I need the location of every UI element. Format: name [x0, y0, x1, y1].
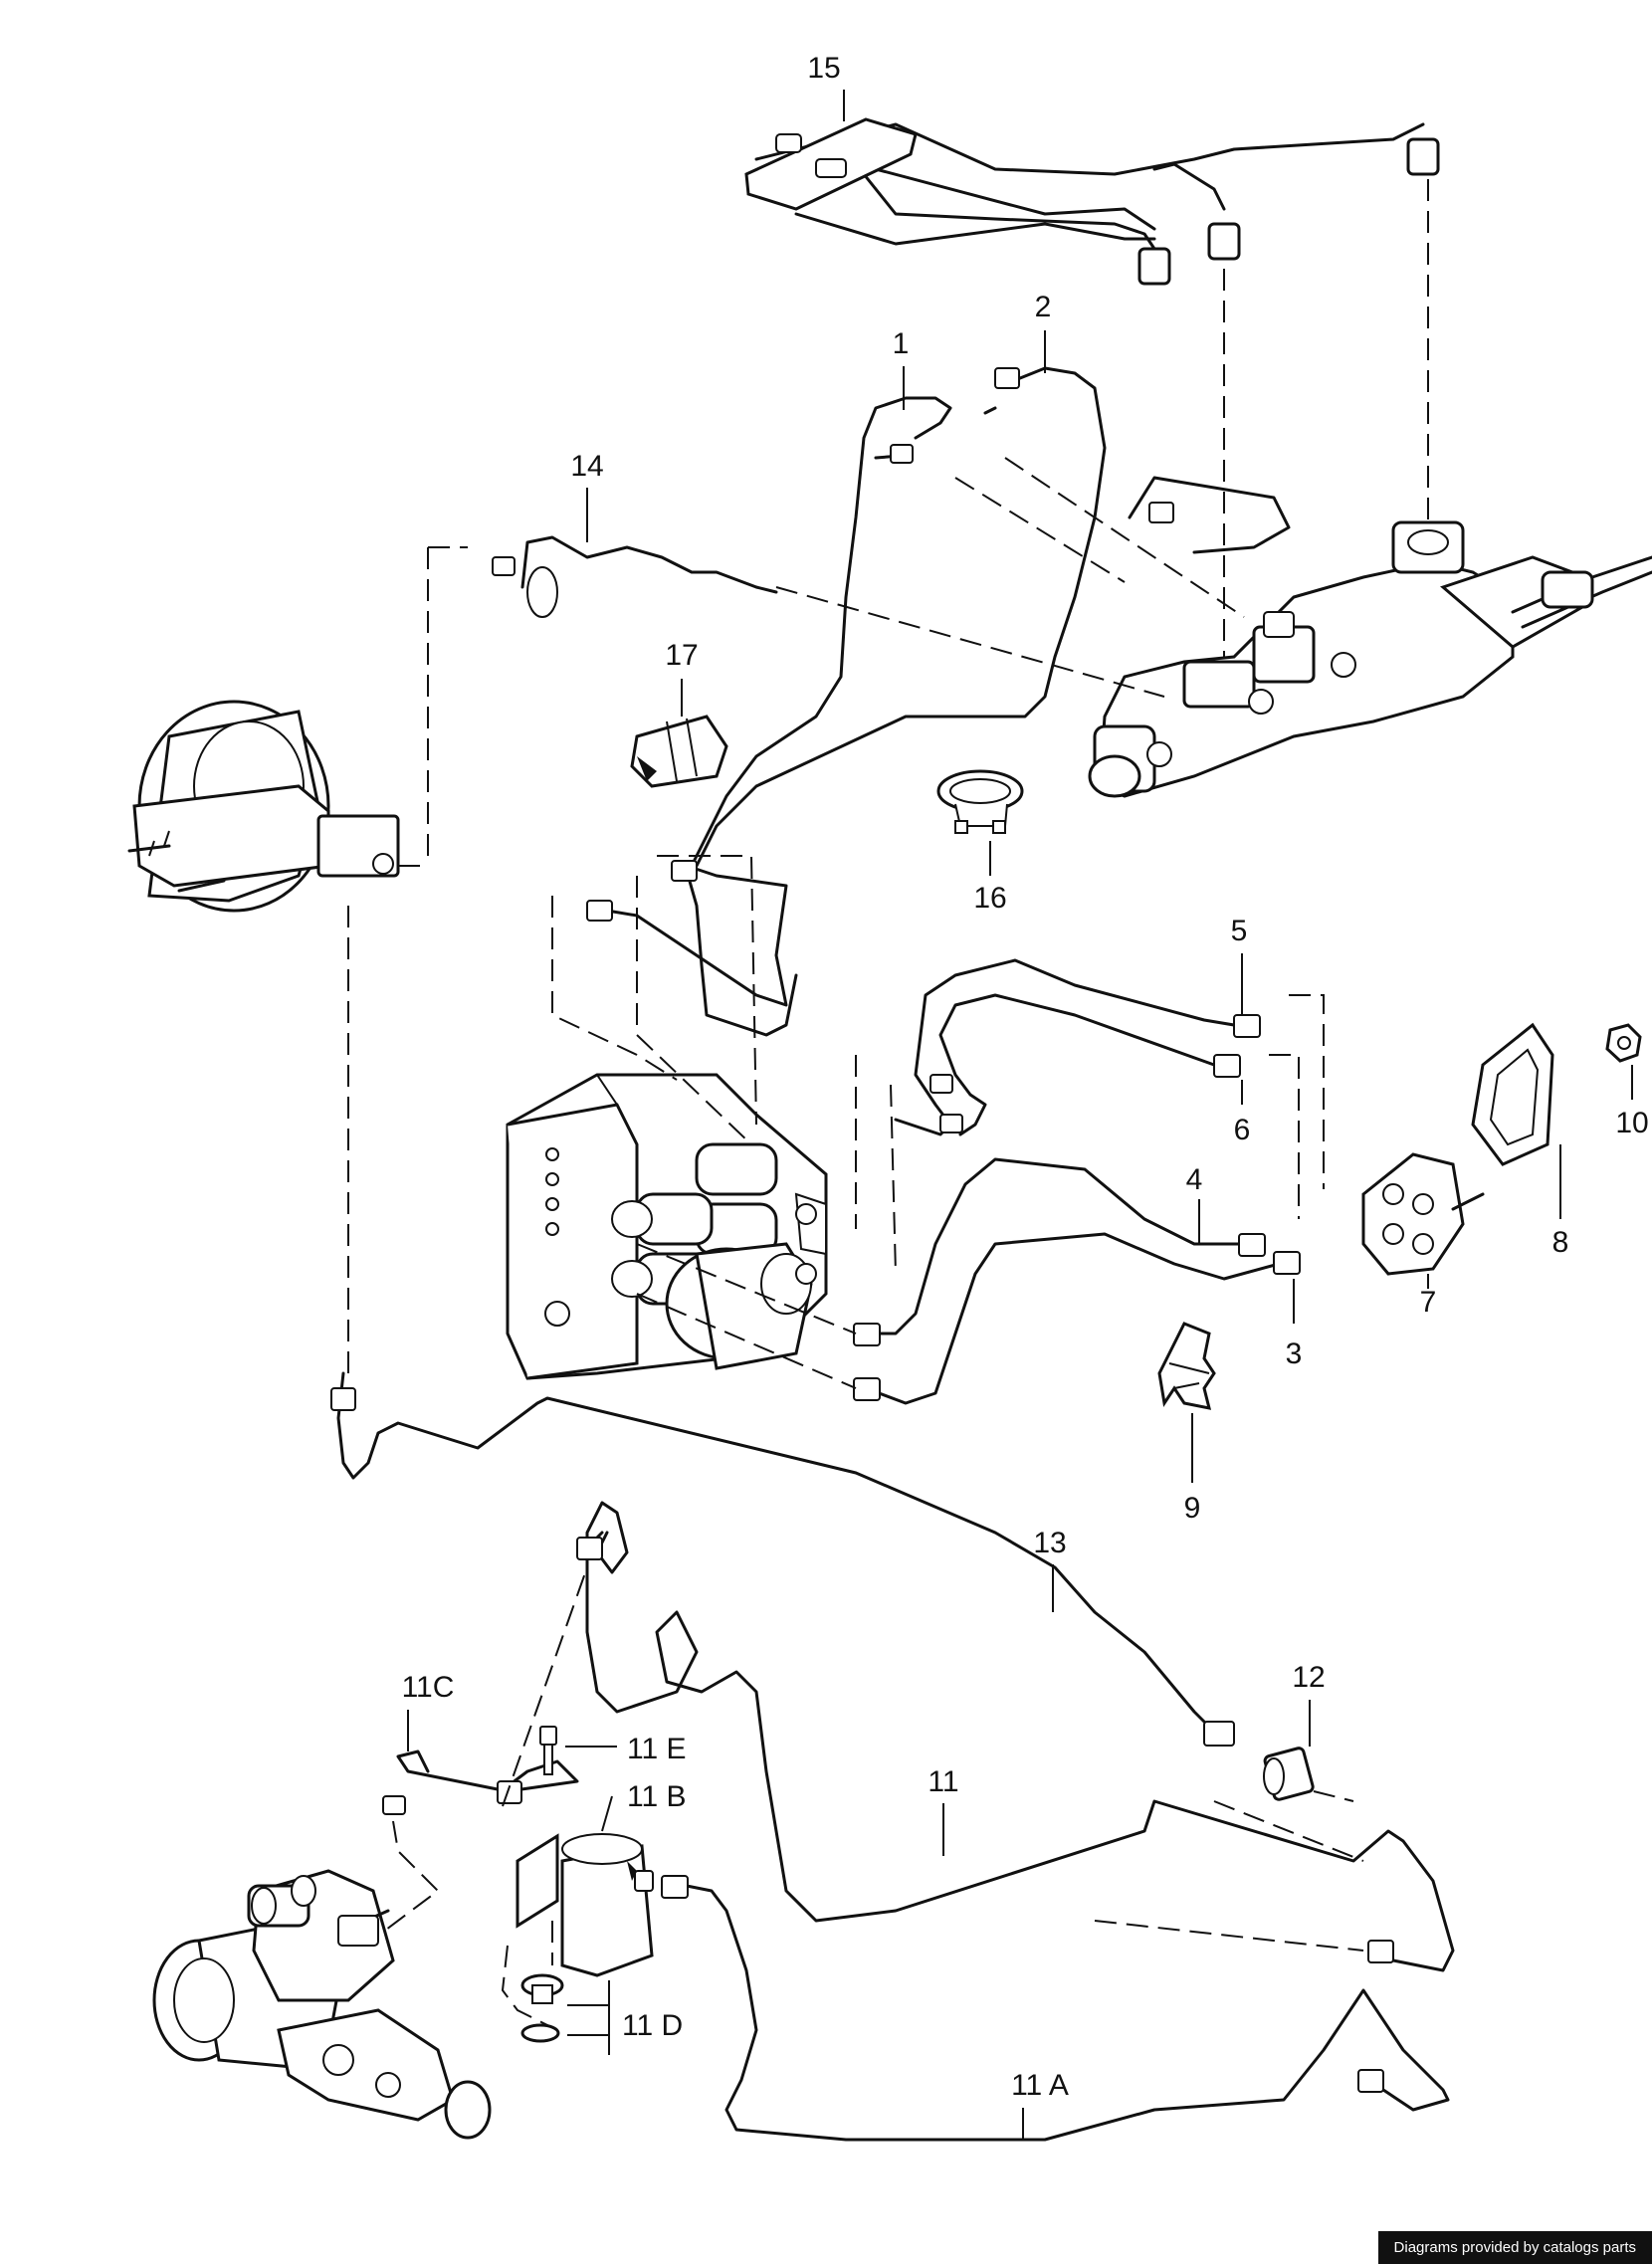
callout-4: 4	[1186, 1163, 1203, 1244]
part-9-bracket[interactable]	[1157, 1322, 1216, 1410]
svg-text:16: 16	[973, 882, 1006, 915]
brake-booster[interactable]	[127, 700, 400, 913]
svg-text:12: 12	[1292, 1661, 1325, 1694]
part-4-brake-line[interactable]	[853, 1157, 1266, 1346]
callout-13: 13	[1033, 1527, 1067, 1612]
part-15-reservoir-line-assembly[interactable]	[744, 117, 1440, 286]
callout-1: 1	[893, 327, 910, 410]
part-11A-brake-line[interactable]	[661, 1875, 1450, 2142]
part-12-adapter[interactable]	[1263, 1747, 1315, 1801]
callout-9: 9	[1184, 1413, 1201, 1525]
callout-6: 6	[1234, 1080, 1251, 1146]
callout-11C: 11C	[402, 1671, 455, 1751]
svg-text:17: 17	[665, 639, 698, 672]
part-3-brake-line[interactable]	[853, 1232, 1301, 1405]
callout-3: 3	[1286, 1279, 1303, 1370]
callout-12: 12	[1292, 1661, 1326, 1747]
svg-text:6: 6	[1234, 1114, 1251, 1146]
callout-10: 10	[1615, 1065, 1649, 1139]
part-11B-reservoir[interactable]	[516, 1833, 654, 1977]
svg-text:13: 13	[1033, 1527, 1066, 1559]
abs-hydraulic-unit[interactable]	[506, 1073, 828, 1380]
svg-text:7: 7	[1420, 1286, 1437, 1319]
svg-text:8: 8	[1552, 1226, 1569, 1259]
svg-text:3: 3	[1286, 1338, 1303, 1370]
svg-text:5: 5	[1231, 915, 1248, 947]
callout-16: 16	[973, 841, 1007, 915]
svg-text:10: 10	[1615, 1107, 1648, 1139]
svg-text:4: 4	[1186, 1163, 1203, 1196]
callout-11B: 11 B	[601, 1780, 687, 1832]
part-11-brake-line[interactable]	[576, 1501, 1455, 1972]
part-7-distributor[interactable]	[1361, 1152, 1485, 1276]
svg-text:15: 15	[807, 52, 840, 85]
part-14-brake-line[interactable]	[492, 535, 778, 618]
svg-text:1: 1	[893, 327, 910, 360]
part-17-clip[interactable]	[630, 715, 728, 788]
svg-text:14: 14	[570, 450, 603, 483]
callout-8: 8	[1552, 1144, 1569, 1259]
part-5-brake-line[interactable]	[894, 958, 1261, 1136]
callout-11E: 11 E	[565, 1733, 687, 1765]
part-13-brake-line[interactable]	[330, 1371, 1235, 1747]
part-11E-bolt[interactable]	[539, 1726, 557, 1775]
part-2-brake-line[interactable]	[695, 366, 1107, 868]
svg-text:11 A: 11 A	[1011, 2069, 1069, 2102]
callout-11A: 11 A	[1011, 2069, 1069, 2140]
part-6-brake-line[interactable]	[938, 993, 1241, 1136]
svg-text:11 D: 11 D	[622, 2009, 683, 2042]
svg-text:11C: 11C	[402, 1671, 455, 1704]
part-10-nut[interactable]	[1605, 1023, 1642, 1063]
part-11D-seals[interactable]	[520, 1973, 564, 2043]
callout-7: 7	[1420, 1274, 1437, 1319]
svg-text:2: 2	[1035, 291, 1052, 323]
svg-text:9: 9	[1184, 1492, 1201, 1525]
master-cylinder[interactable]	[1088, 520, 1652, 798]
diagram-credit-banner: Diagrams provided by catalogs parts	[1377, 2231, 1652, 2264]
part-16-grommet[interactable]	[936, 769, 1024, 834]
svg-text:11 E: 11 E	[627, 1733, 687, 1765]
svg-text:11: 11	[928, 1765, 958, 1798]
callout-11D: 11 D	[567, 1980, 683, 2055]
callout-15: 15	[807, 52, 845, 121]
callout-14: 14	[570, 450, 604, 542]
part-1-brake-line[interactable]	[685, 396, 952, 878]
callout-5: 5	[1231, 915, 1248, 1015]
svg-text:11 B: 11 B	[627, 1780, 687, 1813]
callout-2: 2	[1035, 291, 1052, 373]
callout-11: 11	[928, 1765, 959, 1856]
callout-17: 17	[665, 639, 699, 717]
clutch-slave-cylinder[interactable]	[152, 1869, 492, 2140]
part-8-gasket[interactable]	[1471, 1022, 1554, 1166]
